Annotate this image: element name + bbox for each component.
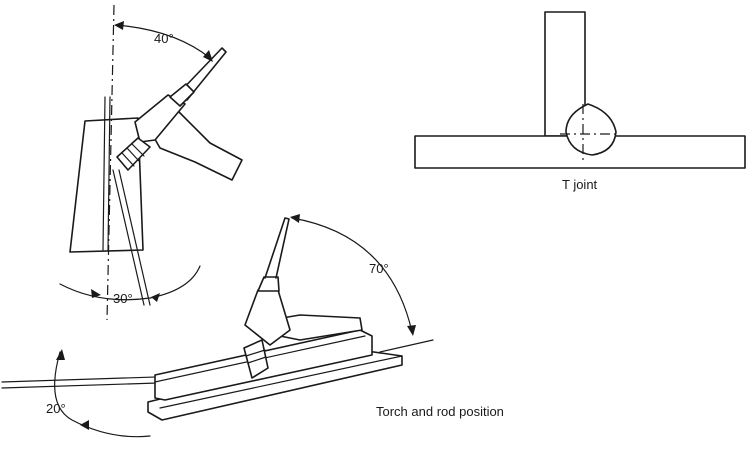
angle-arc-30	[59, 265, 201, 301]
angle-label-70: 70°	[369, 261, 389, 276]
horizontal-view	[1, 214, 434, 438]
angle-label-20: 20°	[46, 401, 66, 416]
torch-nozzle-ring	[247, 356, 267, 364]
torch-nozzle-ring	[131, 143, 145, 157]
torch-handle	[147, 107, 243, 181]
base-line	[379, 339, 434, 353]
torch-body	[244, 289, 291, 346]
torch-collar	[257, 276, 280, 292]
arrow-head	[203, 50, 213, 62]
t-piece-edge	[159, 355, 403, 409]
angle-label-40: 40°	[154, 31, 174, 46]
angle-arc-40	[115, 24, 211, 59]
weld-bead	[565, 103, 617, 156]
torch-tube	[176, 47, 227, 101]
torch-nozzle-ring	[126, 147, 140, 162]
arrow-head	[91, 289, 101, 298]
torch-nozzle	[243, 339, 269, 379]
torch-nozzle-ring	[121, 152, 135, 167]
centerline-vertical	[106, 4, 115, 321]
torch-rod-position-caption: Torch and rod position	[376, 404, 504, 419]
torch-nozzle	[116, 137, 151, 171]
arrow-head	[114, 21, 124, 30]
arrow-head	[80, 420, 89, 430]
angle-label-30: 30°	[113, 291, 133, 306]
torch-tube	[264, 217, 290, 279]
angle-arc-70	[291, 217, 413, 333]
arrow-head	[407, 325, 416, 336]
arrow-head	[56, 349, 65, 360]
arrow-head	[290, 214, 300, 223]
t-joint-view	[414, 11, 746, 169]
plate-edge-line	[107, 96, 111, 251]
torch-collar	[169, 83, 195, 107]
arrow-head	[151, 293, 160, 302]
vertical-plate	[69, 117, 144, 253]
plate-edge-line	[102, 96, 106, 251]
filler-rod	[118, 169, 151, 306]
t-joint-caption: T joint	[562, 177, 598, 192]
torch-nozzle-ring	[245, 349, 266, 357]
angle-arc-20	[54, 351, 151, 438]
vertical-view	[59, 4, 243, 321]
filler-rod	[112, 169, 145, 306]
